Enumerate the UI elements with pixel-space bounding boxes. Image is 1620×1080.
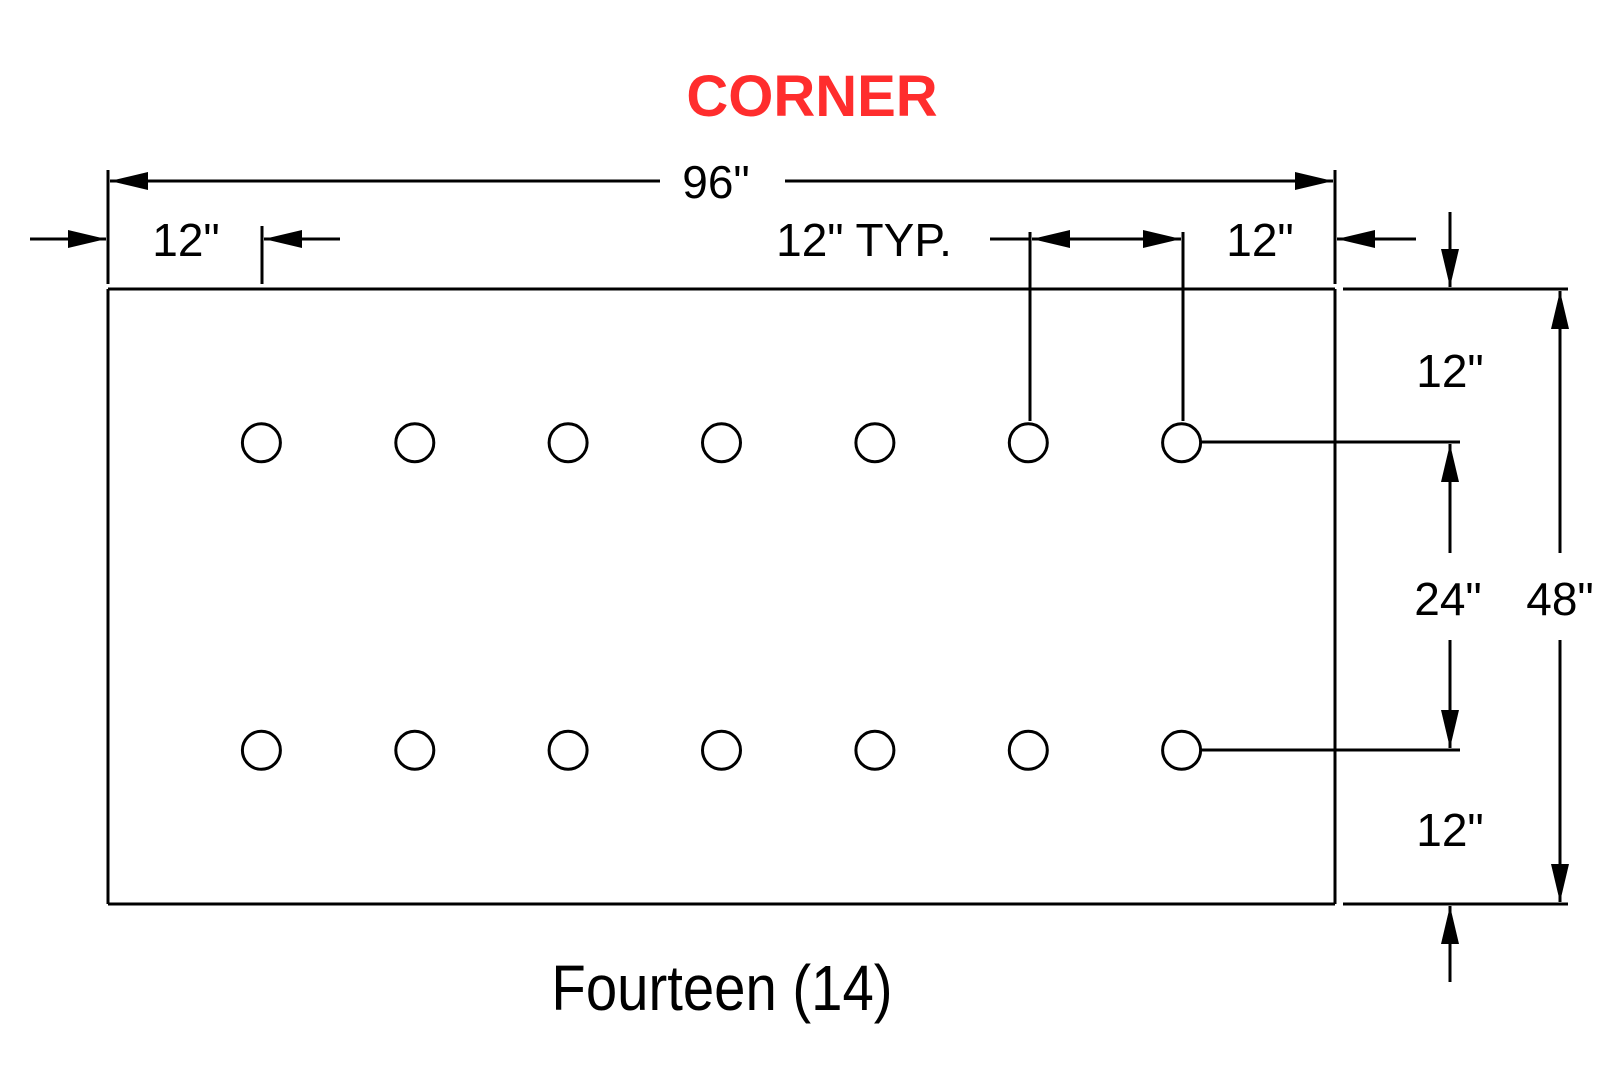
arrowhead [1441,710,1459,748]
bolt-hole [854,422,896,464]
right-edge-dimension: 12" [1226,214,1416,266]
left-edge-dimension: 12" [30,214,340,284]
bolt-hole [394,422,436,464]
arrowhead [1551,864,1569,902]
drawing-title: CORNER [686,64,937,129]
bolt-hole [1161,422,1203,464]
arrowhead [264,230,302,248]
arrowhead [1295,172,1333,190]
bottom-edge-label: 12" [1416,804,1484,856]
arrowhead [68,230,106,248]
bolt-hole [1161,729,1203,771]
bolt-hole [547,422,589,464]
left-edge-label: 12" [152,214,220,266]
bolt-hole [701,729,742,771]
bolt-hole [701,422,742,464]
arrowhead [1441,249,1459,287]
bolt-hole-grid [240,422,1203,771]
hole-spacing-label: 12" TYP. [776,214,952,266]
row-spacing-label: 24" [1414,573,1482,625]
overall-width-dimension: 96" [106,156,1337,284]
bolt-hole [1007,729,1049,771]
arrowhead [1032,230,1070,248]
overall-height-dimension: 48" [1526,291,1594,902]
arrowhead [1143,230,1181,248]
bolt-hole [394,729,436,771]
arrowhead [1551,291,1569,329]
top-edge-dimension: 12" [1416,212,1484,397]
arrowhead [1337,230,1375,248]
bolt-hole [547,729,589,771]
bottom-edge-dimension: 12" [1416,804,1484,982]
overall-width-label: 96" [682,156,750,208]
bolt-hole [240,729,282,771]
arrowhead [110,172,148,190]
overall-height-label: 48" [1526,573,1594,625]
plate-outline [106,287,1337,906]
arrowhead [1441,906,1459,944]
right-edge-label: 12" [1226,214,1294,266]
bolt-hole [854,729,896,771]
row-spacing-dimension: 24" [1414,444,1482,748]
hole-count-caption: Fourteen (14) [551,952,892,1024]
arrowhead [1441,444,1459,482]
hole-spacing-dimension: 12" TYP. [776,214,1185,421]
bolt-hole [240,422,282,464]
bolt-hole [1007,422,1049,464]
top-edge-label: 12" [1416,345,1484,397]
